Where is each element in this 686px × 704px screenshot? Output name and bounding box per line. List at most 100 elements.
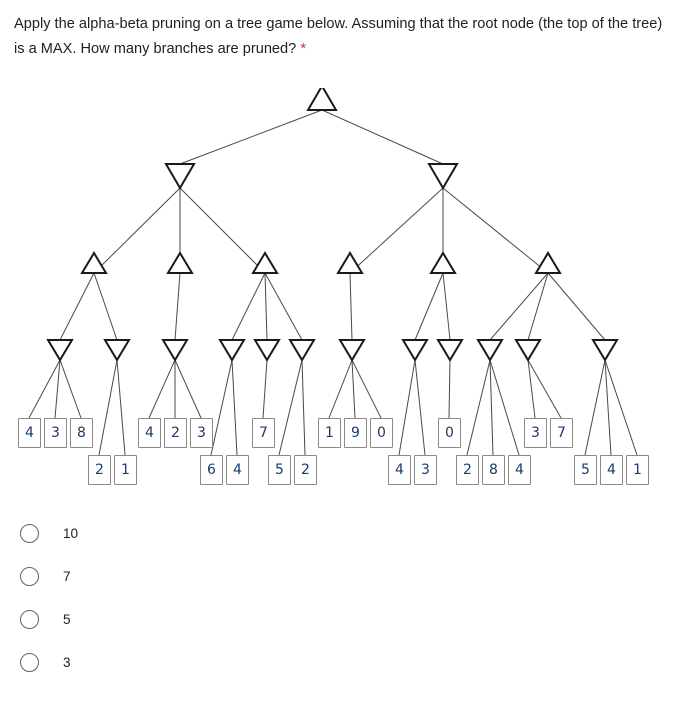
- max-node-l3-2: [166, 251, 194, 274]
- min-node-l2-1: [164, 163, 196, 190]
- leaf-node-12: 5: [268, 455, 291, 485]
- leaf-value: 7: [557, 425, 566, 441]
- leaf-value: 4: [607, 462, 616, 478]
- leaf-value: 0: [377, 425, 386, 441]
- tree-edge: [264, 272, 268, 341]
- leaf-node-6: 4: [138, 418, 161, 448]
- answer-options: 10 7 5 3: [14, 512, 314, 684]
- leaf-value: 1: [325, 425, 334, 441]
- leaf-node-27: 1: [626, 455, 649, 485]
- radio-button-icon[interactable]: [20, 610, 39, 629]
- answer-option-4[interactable]: 3: [14, 641, 314, 684]
- tree-edge: [349, 187, 444, 274]
- leaf-node-24: 7: [550, 418, 573, 448]
- leaf-node-3: 8: [70, 418, 93, 448]
- leaf-value: 4: [395, 462, 404, 478]
- min-node-l4-8: [401, 339, 429, 362]
- max-node-l3-1: [80, 251, 108, 274]
- tree-edge: [328, 359, 353, 419]
- tree-edge: [351, 359, 356, 419]
- min-node-l4-11: [514, 339, 542, 362]
- radio-button-icon[interactable]: [20, 653, 39, 672]
- leaf-node-4: 2: [88, 455, 111, 485]
- tree-edge: [527, 272, 549, 341]
- radio-button-icon[interactable]: [20, 567, 39, 586]
- min-node-l4-6: [288, 339, 316, 362]
- leaf-value: 4: [515, 462, 524, 478]
- min-node-l2-2: [427, 163, 459, 190]
- leaf-node-5: 1: [114, 455, 137, 485]
- tree-edge: [264, 272, 303, 341]
- leaf-value: 1: [121, 462, 130, 478]
- leaf-value: 5: [581, 462, 590, 478]
- min-node-l4-2: [103, 339, 131, 362]
- tree-edge: [527, 359, 536, 419]
- leaf-node-17: 4: [388, 455, 411, 485]
- required-asterisk: *: [300, 41, 307, 57]
- answer-option-label: 7: [63, 569, 71, 584]
- max-node-l3-6: [534, 251, 562, 274]
- leaf-node-20: 2: [456, 455, 479, 485]
- leaf-node-8: 3: [190, 418, 213, 448]
- tree-edges: [28, 109, 638, 456]
- leaf-node-10: 4: [226, 455, 249, 485]
- leaf-node-25: 5: [574, 455, 597, 485]
- leaf-value: 3: [197, 425, 206, 441]
- radio-button-icon[interactable]: [20, 524, 39, 543]
- tree-edge: [442, 272, 451, 341]
- min-node-l4-3: [161, 339, 189, 362]
- tree-edge: [59, 359, 82, 419]
- leaf-node-1: 4: [18, 418, 41, 448]
- tree-edge: [93, 187, 181, 274]
- leaf-value: 2: [463, 462, 472, 478]
- min-node-l4-10: [476, 339, 504, 362]
- answer-option-2[interactable]: 7: [14, 555, 314, 598]
- leaf-node-22: 4: [508, 455, 531, 485]
- tree-edge: [179, 187, 266, 274]
- leaf-value: 4: [145, 425, 154, 441]
- tree-edge: [489, 272, 549, 341]
- answer-option-3[interactable]: 5: [14, 598, 314, 641]
- tree-edge: [174, 359, 202, 419]
- tree-edge: [604, 359, 638, 456]
- leaf-value: 3: [421, 462, 430, 478]
- leaf-node-7: 2: [164, 418, 187, 448]
- leaf-node-23: 3: [524, 418, 547, 448]
- tree-edge: [231, 272, 266, 341]
- tree-edge: [93, 272, 118, 341]
- answer-option-1[interactable]: 10: [14, 512, 314, 555]
- max-node-l3-5: [429, 251, 457, 274]
- question-prompt: Apply the alpha-beta pruning on a tree g…: [14, 16, 663, 57]
- tree-edge: [584, 359, 606, 456]
- tree-edge: [148, 359, 176, 419]
- leaf-value: 8: [77, 425, 86, 441]
- leaf-node-19: 0: [438, 418, 461, 448]
- leaf-value: 7: [259, 425, 268, 441]
- min-node-l4-4: [218, 339, 246, 362]
- leaf-value: 1: [633, 462, 642, 478]
- tree-edge: [210, 359, 233, 456]
- leaf-value: 9: [351, 425, 360, 441]
- tree-edge: [98, 359, 118, 456]
- leaf-value: 3: [51, 425, 60, 441]
- tree-edge: [527, 359, 562, 419]
- answer-option-label: 5: [63, 612, 71, 627]
- tree-edge: [414, 359, 426, 456]
- max-node-l3-4: [336, 251, 364, 274]
- leaf-value: 4: [233, 462, 242, 478]
- leaf-value: 8: [489, 462, 498, 478]
- leaf-value: 0: [445, 425, 454, 441]
- tree-edge: [351, 359, 382, 419]
- leaf-value: 2: [95, 462, 104, 478]
- tree-edge: [442, 187, 549, 274]
- tree-edge: [466, 359, 491, 456]
- leaf-node-13: 2: [294, 455, 317, 485]
- tree-edge: [448, 359, 451, 419]
- leaf-node-18: 3: [414, 455, 437, 485]
- tree-edge: [116, 359, 126, 456]
- leaf-node-14: 1: [318, 418, 341, 448]
- tree-edge: [489, 359, 494, 456]
- leaf-node-16: 0: [370, 418, 393, 448]
- tree-edge: [321, 109, 444, 165]
- tree-edge: [547, 272, 606, 341]
